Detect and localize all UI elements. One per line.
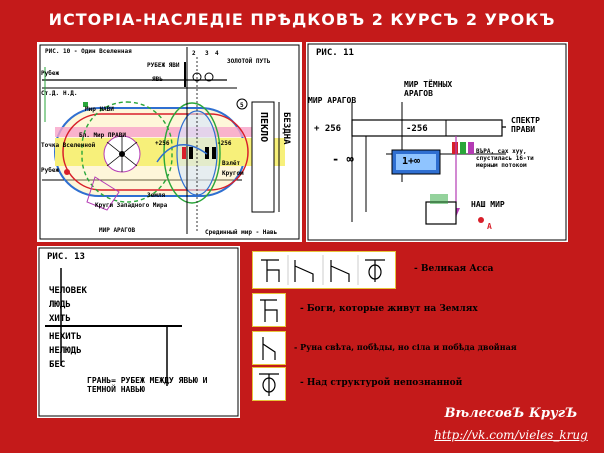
rune-label: - Над структурой непознанной: [300, 378, 463, 388]
fig13-caption: РИС. 13: [47, 252, 85, 262]
figure-13-panel: РИС. 13 ЧЕЛОВЕК ЛЮДЬ ХИТЬ НЕХИТЬ НЕЛЮДЬ …: [37, 246, 240, 418]
fig10-label: Н.Д.: [63, 90, 78, 97]
signature-name: ВѣлесовЪ КругЪ: [444, 406, 578, 421]
fig10-label: Земля: [147, 192, 166, 199]
figure-11-panel: РИС. 11 МИР АРАГОВ МИР ТЁМНЫХ АРАГОВ + 2…: [306, 42, 568, 242]
fig13-gran: ГРАНЬ= РУБЕЖ МЕЖДУ ЯВЬЮ И ТЕМНОЙ НАВЬЮ: [87, 376, 208, 394]
fig10-label: Кругом: [222, 170, 244, 177]
rune-glyph: [259, 373, 279, 396]
rune-label: - Боги, которые живут на Землях: [300, 304, 478, 314]
fig11-label: + 256: [314, 124, 342, 134]
fig10-label: БЕЗДНА: [281, 112, 291, 145]
fig13-line: ЧЕЛОВЕК: [49, 286, 87, 296]
fig13-line: ХИТЬ: [49, 314, 71, 324]
rune-label: - Великая Асса: [414, 264, 494, 274]
fig11-label: 1+∞: [402, 156, 421, 167]
fig10-label: Точка Вселенной: [41, 142, 96, 149]
fig10-label: МИР АРАГОВ: [99, 227, 136, 234]
rune-glyphs: [261, 255, 385, 285]
fig10-label: РУБЕЖ ЯВИ: [147, 62, 180, 69]
rune-glyph: [260, 299, 278, 322]
fig10-label: 4: [215, 50, 219, 57]
fig10-label: Рубеж: [41, 167, 60, 174]
figure-11-diagram: [307, 43, 567, 241]
rune-row-2-box: [252, 293, 286, 327]
signature: ВѣлесовЪ КругЪ http://vk.com/vieles_krug: [418, 404, 604, 453]
rune-row-1-box: [252, 251, 396, 289]
rune-glyph: [262, 337, 276, 360]
fig11-label: НАШ МИР: [471, 200, 505, 209]
figure-10-diagram: [37, 42, 302, 242]
signature-link[interactable]: http://vk.com/vieles_krug: [434, 428, 588, 442]
rune-row-3-box: [252, 331, 286, 365]
fig11-label: - ∞: [332, 152, 354, 166]
fig11-caption: РИС. 11: [316, 48, 354, 58]
fig10-label: Срединный мир - Навь: [205, 229, 278, 236]
fig10-label: +256: [155, 140, 170, 147]
fig10-label: ПЕКЛО: [258, 112, 269, 143]
fig10-label: Ст.Д.: [41, 90, 60, 97]
figure-13-diagram: [38, 247, 239, 417]
fig10-label: 3: [205, 50, 209, 57]
page-title: ИСТОРІА-НАСЛЕДІЕ ПРѢДКОВЪ 2 КУРСЪ 2 УРОК…: [48, 10, 556, 29]
fig11-label: МИР АРАГОВ: [308, 96, 357, 105]
fig10-label: Рубеж: [41, 70, 60, 77]
fig11-label: -256: [406, 124, 428, 134]
fig11-label: МИР ТЁМНЫХ АРАГОВ: [404, 80, 453, 98]
fig10-label: Круги Западного Мира: [95, 202, 168, 209]
fig10-label: 5: [240, 102, 244, 109]
fig11-label: СПЕКТР ПРАВИ: [511, 116, 540, 134]
fig10-label: 2: [192, 50, 196, 57]
fig10-label: -256: [217, 140, 232, 147]
fig10-label: Бл. Мир ПРАВИ: [79, 132, 126, 139]
fig10-label: Мир НАВИ: [85, 106, 114, 113]
rune-row-4-box: [252, 367, 286, 401]
fig11-label: A: [487, 222, 492, 231]
fig10-label: Взлёт: [222, 160, 241, 167]
rune-label: - Руна свѣта, побѣды, но сіла и побѣда д…: [294, 342, 517, 352]
fig11-label: ВЪРА, сах хуу, спустилась 16-ти мерным п…: [476, 148, 534, 169]
fig13-line: НЕХИТЬ: [49, 332, 82, 342]
fig13-line: ЛЮДЬ: [49, 300, 71, 310]
fig10-label: ЗОЛОТОЙ ПУТЬ: [227, 58, 271, 65]
runes-panel: - Великая Асса - Боги, которые живут на …: [244, 246, 568, 401]
fig13-line: БЕС: [49, 360, 66, 370]
fig10-label: ЯВЬ: [152, 76, 163, 83]
fig13-line: НЕЛЮДЬ: [49, 346, 82, 356]
figure-10-panel: РИС. 10 - Один Вселенная Рубеж Ст.Д. Н.Д…: [37, 42, 302, 242]
fig10-caption: РИС. 10 - Один Вселенная: [45, 48, 132, 55]
